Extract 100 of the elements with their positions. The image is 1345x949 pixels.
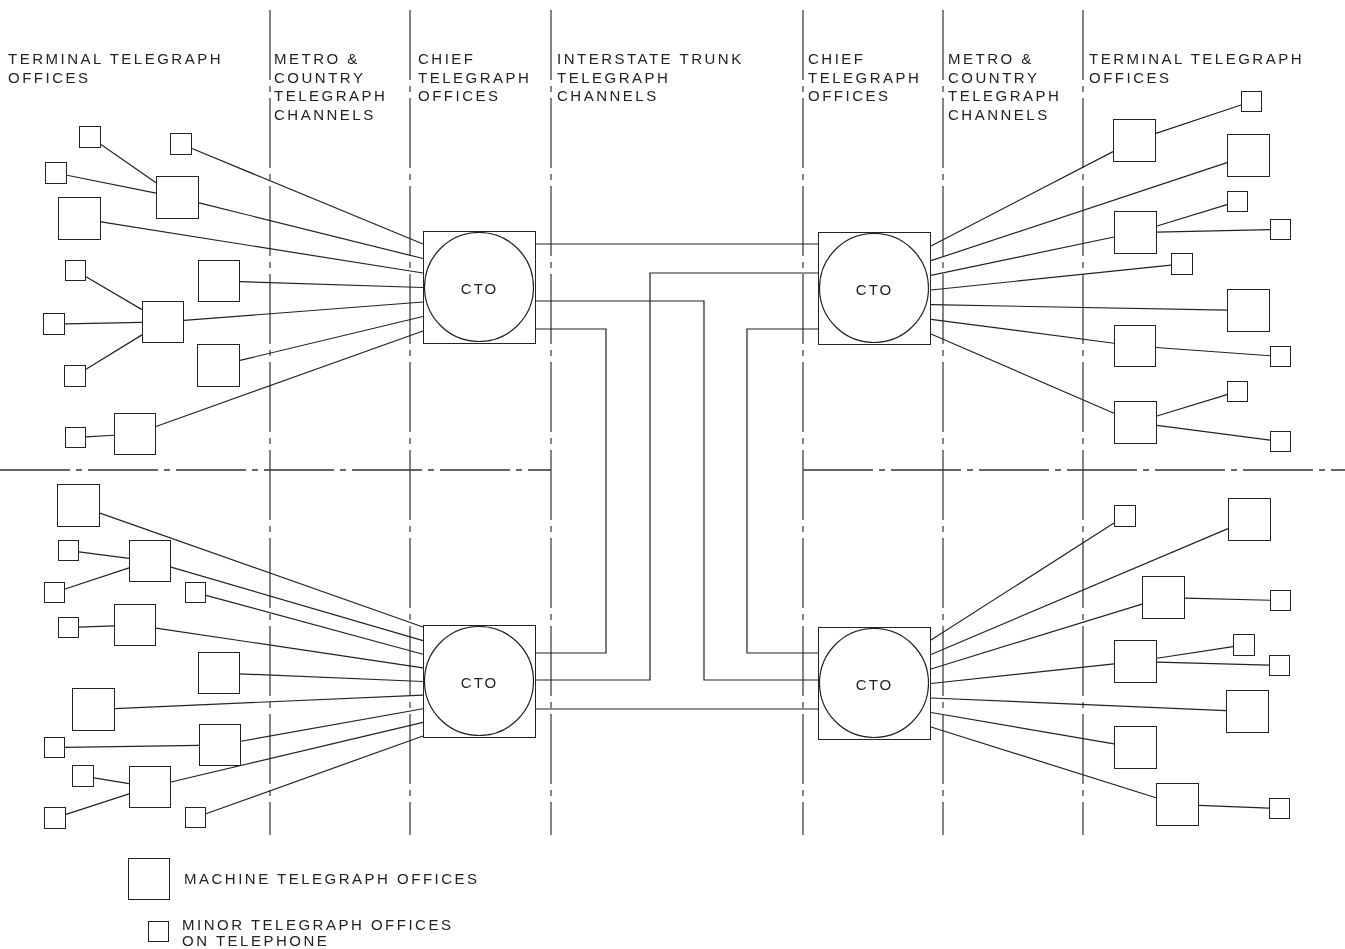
minor-office-box: [1270, 346, 1291, 367]
channel-line: [93, 777, 130, 785]
minor-office-box: [1270, 590, 1291, 611]
circle-in-square: [818, 232, 931, 345]
circle-in-square: [423, 625, 536, 738]
channel-line: [99, 512, 424, 628]
minor-office-box: [1241, 91, 1262, 112]
channel-line: [198, 202, 424, 260]
minor-office-box: [1270, 219, 1291, 240]
minor-office-box: [64, 365, 86, 387]
circle-in-square: [818, 627, 931, 740]
minor-office-box: [45, 162, 67, 184]
machine-office-box: [198, 652, 240, 694]
minor-office-box: [1269, 798, 1290, 819]
channel-line: [78, 551, 130, 559]
machine-office-box: [72, 688, 115, 731]
channel-line: [1156, 661, 1270, 666]
channel-line: [205, 735, 424, 815]
machine-office-box: [1227, 289, 1270, 332]
machine-office-box: [156, 176, 199, 219]
machine-office-box: [129, 766, 171, 808]
minor-office-box: [65, 427, 86, 448]
machine-office-box: [1226, 690, 1269, 733]
channel-line: [1184, 597, 1271, 601]
minor-office-box: [44, 582, 65, 603]
channel-line: [930, 697, 1227, 712]
channel-line: [240, 708, 424, 742]
machine-office-box: [114, 604, 156, 646]
channel-line: [64, 321, 143, 325]
minor-office-box: [58, 540, 79, 561]
minor-office-box: [1270, 431, 1291, 452]
channel-line: [78, 625, 115, 628]
machine-office-box: [1228, 498, 1271, 541]
channel-line: [535, 328, 607, 654]
node-label: CTO: [855, 280, 894, 297]
channel-line: [1198, 804, 1270, 809]
machine-office-box: [142, 301, 184, 343]
machine-office-box: [198, 260, 240, 302]
channel-line: [535, 708, 819, 710]
machine-office-box: [1114, 640, 1157, 683]
circle-in-square: [423, 231, 536, 344]
minor-office-box: [43, 313, 65, 335]
channel-line: [239, 673, 424, 683]
channel-line: [100, 144, 157, 184]
channel-line: [66, 174, 157, 194]
column-heading: INTERSTATE TRUNK TELEGRAPH CHANNELS: [557, 50, 745, 106]
legend-text: MINOR TELEGRAPH OFFICES ON TELEPHONE: [182, 917, 455, 949]
minor-office-box: [1227, 381, 1248, 402]
machine-office-box: [1142, 576, 1185, 619]
machine-office-box: [197, 344, 240, 387]
channel-line: [1156, 204, 1228, 227]
channel-line: [170, 721, 424, 783]
channel-line: [930, 603, 1143, 670]
channel-line: [1156, 394, 1228, 417]
channel-line: [930, 528, 1229, 656]
machine-office-box: [1114, 211, 1157, 254]
channel-line: [930, 726, 1157, 799]
column-heading: CHIEF TELEGRAPH OFFICES: [808, 50, 923, 106]
minor-office-box: [44, 807, 66, 829]
channel-line: [930, 711, 1115, 745]
machine-office-box: [114, 413, 156, 455]
channel-line: [1155, 104, 1242, 134]
machine-office-box: [129, 540, 171, 582]
channel-line: [746, 328, 819, 654]
channel-line: [930, 663, 1115, 685]
machine-office-box: [1114, 726, 1157, 769]
minor-office-box: [1114, 505, 1136, 527]
channel-line: [930, 318, 1115, 344]
minor-office-box: [72, 765, 94, 787]
column-heading: TERMINAL TELEGRAPH OFFICES: [1089, 50, 1306, 87]
channel-line: [239, 315, 424, 361]
channel-line: [930, 162, 1228, 262]
channel-line: [930, 236, 1115, 276]
machine-office-box: [1114, 325, 1156, 367]
column-heading: TERMINAL TELEGRAPH OFFICES: [8, 50, 225, 87]
channel-line: [1156, 229, 1271, 233]
channel-line: [65, 793, 130, 815]
channel-line: [170, 566, 424, 642]
channel-line: [191, 147, 424, 245]
channel-line: [1156, 424, 1271, 441]
channel-line: [85, 334, 143, 370]
minor-office-box: [185, 807, 206, 828]
minor-office-box: [1233, 634, 1255, 656]
minor-office-box: [170, 133, 192, 155]
channel-line: [1156, 646, 1234, 659]
machine-office-box: [1227, 134, 1270, 177]
channel-line: [205, 594, 424, 655]
channel-line: [155, 330, 424, 428]
machine-office-box: [1113, 119, 1156, 162]
column-heading: METRO & COUNTRY TELEGRAPH CHANNELS: [274, 50, 389, 124]
channel-line: [183, 301, 424, 321]
channel-line: [100, 221, 424, 274]
node-label: CTO: [460, 279, 499, 296]
channel-line: [930, 151, 1114, 247]
channel-line: [930, 522, 1115, 641]
channel-line: [85, 434, 115, 438]
channel-line: [930, 264, 1172, 291]
machine-office-box: [1156, 783, 1199, 826]
channel-line: [114, 694, 424, 710]
channel-line: [64, 567, 130, 590]
